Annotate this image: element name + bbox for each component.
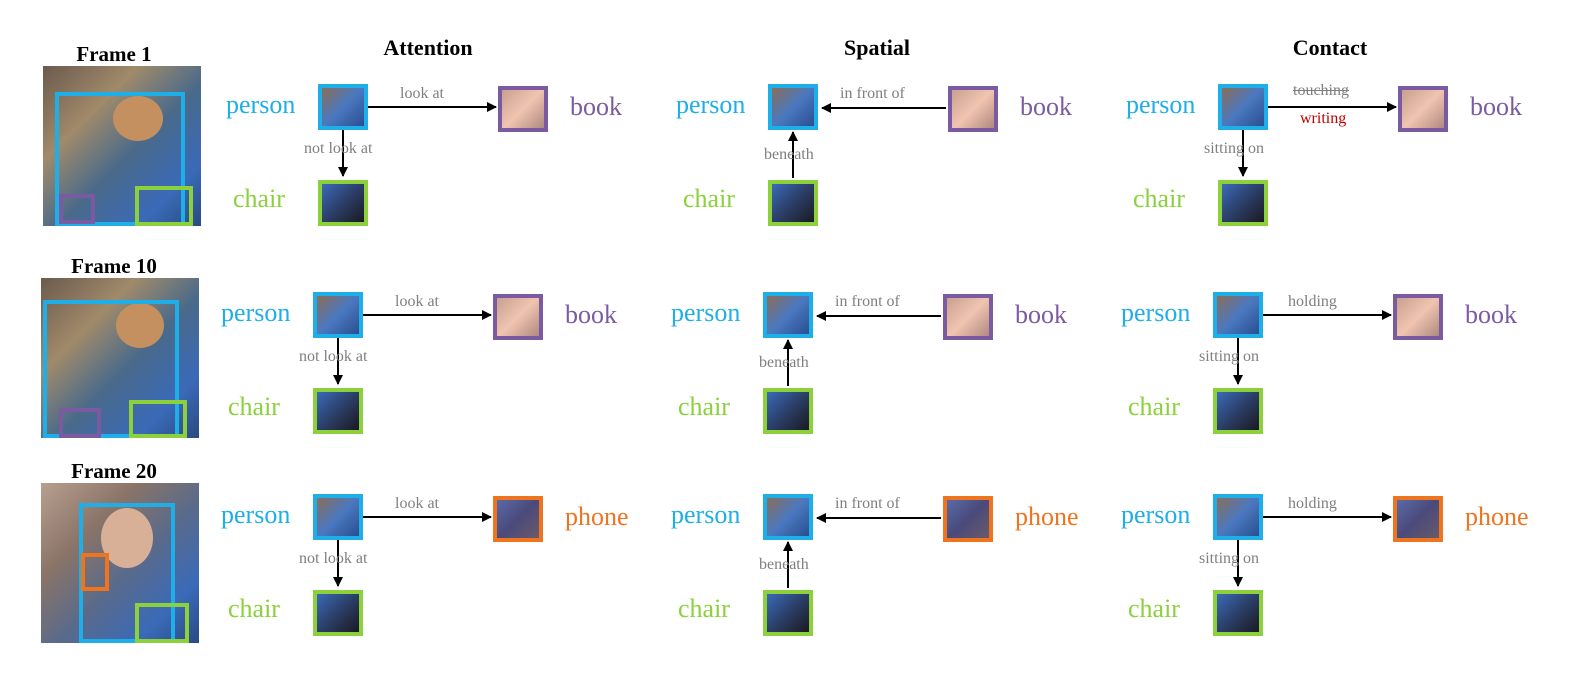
r1-spatial-chair-rel-label: beneath (764, 146, 814, 163)
r3-contact-obj-rel-label: holding (1288, 495, 1337, 512)
chair-bbox (135, 603, 189, 643)
frame-title-20: Frame 20 (71, 459, 157, 483)
r3-attention-phone-label: phone (565, 502, 629, 531)
r3-spatial-chair-rel-label: beneath (759, 556, 809, 573)
frame-20-image (41, 483, 199, 643)
r2-spatial-obj-rel-label: in front of (835, 293, 900, 310)
r2-attention-book-thumb (493, 294, 543, 340)
r3-contact-person-label: person (1121, 500, 1191, 529)
r1-attention-person-thumb (318, 84, 368, 130)
r2-contact-chair-label: chair (1128, 392, 1180, 421)
r2-attention-obj-rel-label: look at (395, 293, 439, 310)
r3-spatial-obj-rel-label: in front of (835, 495, 900, 512)
r2-spatial-book-label: book (1015, 300, 1067, 329)
chair-bbox (135, 186, 193, 226)
r1-spatial-book-thumb (948, 86, 998, 132)
r1-spatial-person-thumb (768, 84, 818, 130)
r3-attention-chair-rel-label: not look at (299, 550, 368, 567)
r2-spatial-chair-label: chair (678, 392, 730, 421)
frame-10-image (41, 278, 199, 438)
r1-attention-person-label: person (226, 90, 296, 119)
r1-contact-person-label: person (1126, 90, 1196, 119)
r2-contact-person-thumb (1213, 292, 1263, 338)
r3-contact-person-thumb (1213, 494, 1263, 540)
chair-bbox (129, 400, 187, 438)
r1-attention-obj-rel-label: look at (400, 85, 444, 102)
r3-attention-chair-thumb (313, 590, 363, 636)
r1-contact-person-thumb (1218, 84, 1268, 130)
r2-spatial-chair-rel-label: beneath (759, 354, 809, 371)
r3-spatial-phone-thumb (943, 496, 993, 542)
r2-contact-book-thumb (1393, 294, 1443, 340)
r3-spatial-chair-label: chair (678, 594, 730, 623)
r2-attention-person-label: person (221, 298, 291, 327)
r2-contact-person-label: person (1121, 298, 1191, 327)
frame-1-image (43, 66, 201, 226)
book-bbox (59, 408, 101, 438)
r3-attention-person-thumb (313, 494, 363, 540)
r1-spatial-chair-thumb (768, 180, 818, 226)
column-header-contact: Contact (1292, 35, 1368, 60)
r3-attention-chair-label: chair (228, 594, 280, 623)
frame-title-1: Frame 1 (76, 42, 152, 66)
r1-attention-chair-rel-label: not look at (304, 140, 373, 157)
r3-contact-chair-label: chair (1128, 594, 1180, 623)
r2-contact-obj-rel-label: holding (1288, 293, 1337, 310)
book-bbox (59, 194, 95, 224)
r3-contact-phone-thumb (1393, 496, 1443, 542)
r1-spatial-obj-rel-label: in front of (840, 85, 905, 102)
r2-spatial-book-thumb (943, 294, 993, 340)
r3-contact-phone-label: phone (1465, 502, 1529, 531)
r3-contact-chair-thumb (1213, 590, 1263, 636)
r2-spatial-person-thumb (763, 292, 813, 338)
r1-attention-book-label: book (570, 92, 622, 121)
r1-spatial-person-label: person (676, 90, 746, 119)
r1-spatial-book-label: book (1020, 92, 1072, 121)
r1-attention-chair-thumb (318, 180, 368, 226)
column-header-spatial: Spatial (843, 35, 911, 60)
r1-contact-obj-rel-label: touching (1293, 82, 1349, 99)
r2-attention-chair-label: chair (228, 392, 280, 421)
r2-contact-chair-thumb (1213, 388, 1263, 434)
phone-bbox (81, 553, 109, 591)
r1-contact-chair-rel-label: sitting on (1204, 140, 1265, 157)
r2-spatial-chair-thumb (763, 388, 813, 434)
r1-spatial-chair-label: chair (683, 184, 735, 213)
r2-attention-person-thumb (313, 292, 363, 338)
r2-attention-chair-rel-label: not look at (299, 348, 368, 365)
r3-spatial-person-label: person (671, 500, 741, 529)
r3-contact-chair-rel-label: sitting on (1199, 550, 1260, 567)
r3-attention-person-label: person (221, 500, 291, 529)
person-bbox (43, 300, 179, 438)
frame-title-10: Frame 10 (71, 254, 157, 278)
person-bbox (55, 92, 185, 226)
r1-contact-obj-rel-corrected: writing (1300, 110, 1347, 127)
r1-contact-book-thumb (1398, 86, 1448, 132)
r2-contact-book-label: book (1465, 300, 1517, 329)
r1-contact-chair-thumb (1218, 180, 1268, 226)
r3-spatial-person-thumb (763, 494, 813, 540)
r3-spatial-chair-thumb (763, 590, 813, 636)
r1-attention-book-thumb (498, 86, 548, 132)
r1-attention-chair-label: chair (233, 184, 285, 213)
column-header-attention: Attention (383, 35, 473, 60)
r3-attention-phone-thumb (493, 496, 543, 542)
r2-attention-book-label: book (565, 300, 617, 329)
r3-spatial-phone-label: phone (1015, 502, 1079, 531)
r2-attention-chair-thumb (313, 388, 363, 434)
r1-contact-chair-label: chair (1133, 184, 1185, 213)
r2-contact-chair-rel-label: sitting on (1199, 348, 1260, 365)
r2-spatial-person-label: person (671, 298, 741, 327)
r3-attention-obj-rel-label: look at (395, 495, 439, 512)
r1-contact-book-label: book (1470, 92, 1522, 121)
